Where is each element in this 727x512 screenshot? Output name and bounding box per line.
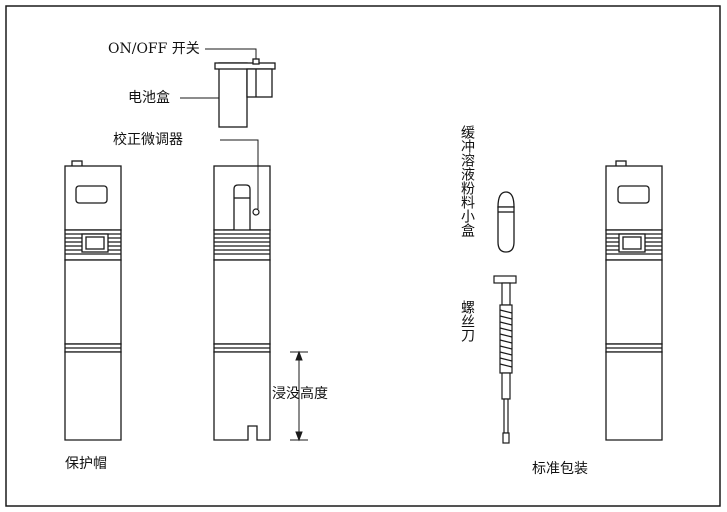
battery-box (214, 58, 276, 128)
standard-package-label: 标准包装 (532, 461, 588, 477)
on-off-leader-line (205, 48, 257, 59)
buffer-powder-box-label: 缓冲溶液粉料小盒 (459, 125, 475, 237)
meter-right (605, 160, 663, 441)
screwdriver-label: 螺丝刀 (459, 300, 475, 342)
calibration-leader-line (220, 139, 259, 209)
calibration-trimmer-label: 校正微调器 (113, 132, 183, 148)
meter-left (64, 160, 122, 441)
protective-cap-label: 保护帽 (65, 456, 107, 472)
trimmer-knob (252, 208, 260, 216)
meter-middle (213, 165, 271, 441)
immersion-depth-label: 浸没高度 (272, 386, 328, 402)
immersion-depth-dimension (290, 350, 308, 442)
on-off-switch-label: ON/OFF 开关 (108, 41, 200, 57)
screwdriver (493, 275, 517, 444)
buffer-capsule (497, 191, 515, 253)
outer-frame (5, 5, 721, 507)
battery-box-label: 电池盒 (128, 90, 170, 106)
